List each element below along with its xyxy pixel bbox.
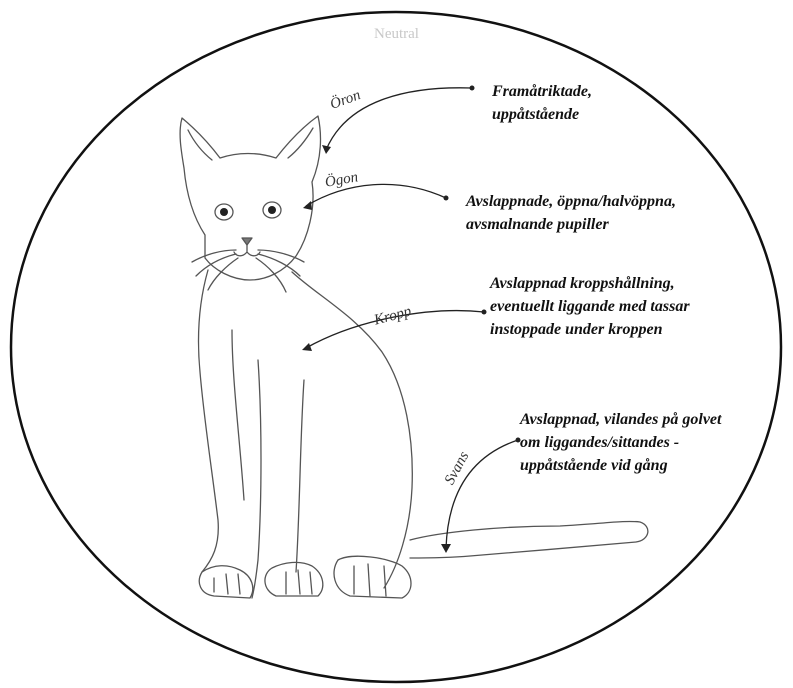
desc-body: Avslappnad kroppshållning, eventuellt li…: [490, 272, 690, 341]
desc-eyes-line: Avslappnade, öppna/halvöppna,: [466, 190, 676, 213]
desc-eyes-line: avsmalnande pupiller: [466, 213, 676, 236]
cat-illustration-icon: [180, 116, 648, 598]
desc-ears-line: uppåtstående: [492, 103, 592, 126]
desc-tail-line: Avslappnad, vilandes på golvet: [520, 408, 721, 431]
desc-eyes: Avslappnade, öppna/halvöppna, avsmalnand…: [466, 190, 676, 236]
desc-tail-line: om liggandes/sittandes -: [520, 431, 721, 454]
desc-tail: Avslappnad, vilandes på golvet om liggan…: [520, 408, 721, 477]
desc-body-line: eventuellt liggande med tassar: [490, 295, 690, 318]
desc-body-line: Avslappnad kroppshållning,: [490, 272, 690, 295]
desc-ears-line: Framåtriktade,: [492, 80, 592, 103]
diagram-title: Neutral: [0, 26, 793, 43]
desc-tail-line: uppåtstående vid gång: [520, 454, 721, 477]
desc-body-line: instoppade under kroppen: [490, 318, 690, 341]
border-ellipse: [11, 12, 781, 682]
desc-ears: Framåtriktade, uppåtstående: [492, 80, 592, 126]
